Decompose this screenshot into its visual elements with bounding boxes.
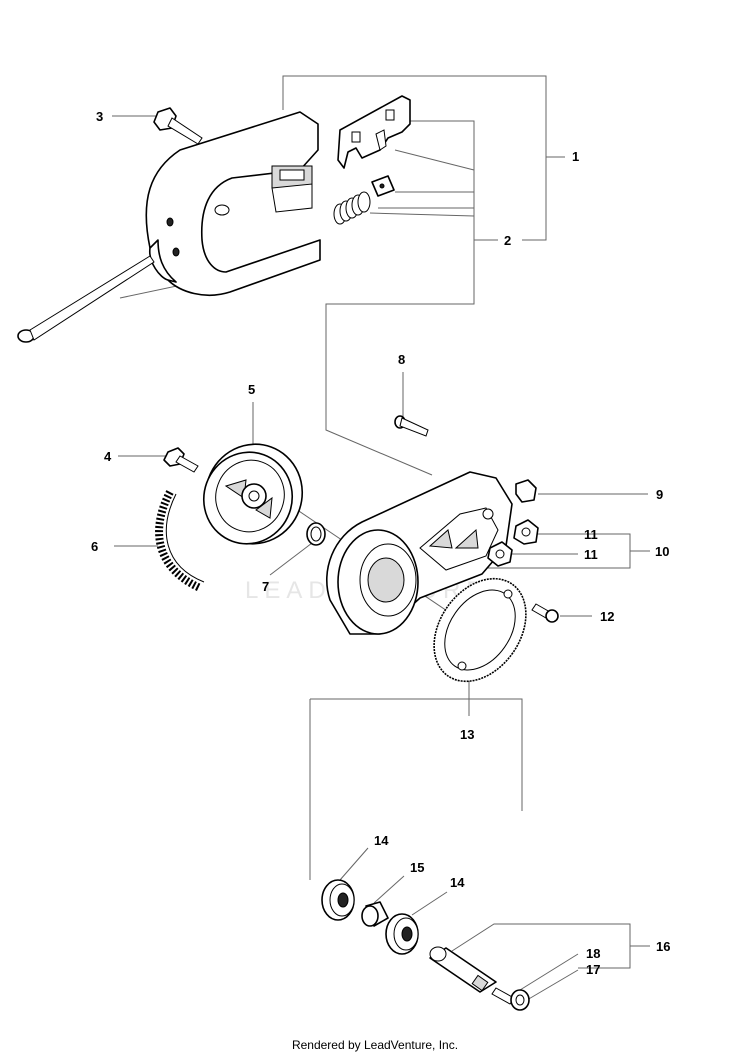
callout-15: 15 [410, 860, 424, 875]
callout-9: 9 [656, 487, 663, 502]
bearing-14-a [321, 879, 355, 921]
callout-1: 1 [572, 149, 579, 164]
bracket-lines [119, 75, 650, 969]
callout-7: 7 [262, 579, 269, 594]
tensioner-parts [333, 95, 411, 225]
callout-labels: 1 2 3 4 5 6 7 8 9 10 11 11 12 13 14 14 1… [91, 109, 670, 977]
nut-11-b [487, 541, 513, 567]
nut-11-a [513, 519, 539, 545]
spacer-15 [361, 901, 389, 927]
long-screw [17, 255, 155, 343]
pulley [202, 443, 304, 545]
callout-11-a: 11 [584, 527, 598, 542]
callout-8: 8 [398, 352, 405, 367]
callout-3: 3 [96, 109, 103, 124]
bearing-14-b [385, 913, 419, 955]
callout-16: 16 [656, 939, 670, 954]
callout-11-b: 11 [584, 547, 598, 562]
screw-12 [531, 603, 559, 623]
callout-6: 6 [91, 539, 98, 554]
callout-4: 4 [104, 449, 112, 464]
belt-guard-cover [145, 111, 321, 296]
drive-belt [155, 490, 205, 592]
callout-14-b: 14 [450, 875, 465, 890]
bolt-4 [163, 447, 199, 473]
callout-2: 2 [504, 233, 511, 248]
callout-18: 18 [586, 946, 600, 961]
callout-10: 10 [655, 544, 669, 559]
nut-9 [515, 479, 537, 503]
callout-5: 5 [248, 382, 255, 397]
shaft [429, 946, 497, 993]
o-ring [306, 522, 326, 546]
screw-8 [394, 415, 429, 437]
bolt-17 [491, 987, 530, 1011]
gear-ring [433, 577, 527, 683]
callout-12: 12 [600, 609, 614, 624]
belt-housing [326, 471, 513, 635]
callout-14-a: 14 [374, 833, 389, 848]
spring [333, 191, 371, 225]
footer-credit: Rendered by LeadVenture, Inc. [291, 1038, 459, 1052]
callout-17: 17 [586, 962, 600, 977]
callout-13: 13 [460, 727, 474, 742]
bolt-3 [153, 107, 203, 145]
